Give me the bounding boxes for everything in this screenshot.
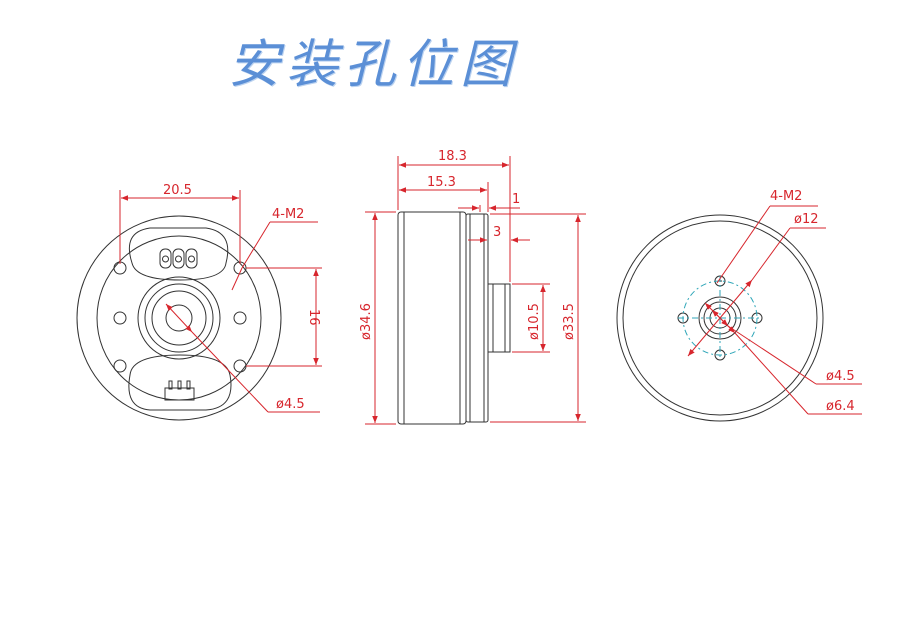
connector-pins bbox=[159, 248, 198, 269]
mount-hole bbox=[113, 359, 127, 373]
side-dimensions bbox=[365, 156, 586, 425]
page-title: 安装孔位图 bbox=[228, 35, 519, 95]
total-length-label: 18.3 bbox=[438, 149, 467, 164]
left-dimensions bbox=[119, 190, 322, 413]
motor-body bbox=[397, 211, 467, 425]
flange-diameter-label: ø33.5 bbox=[562, 303, 577, 340]
spacing-label: 16 bbox=[306, 309, 321, 326]
bottom-pocket bbox=[128, 354, 232, 411]
pcd-label: ø12 bbox=[794, 212, 819, 227]
left-outer-circle bbox=[76, 215, 282, 421]
right-hub-label: ø6.4 bbox=[826, 399, 855, 414]
mount-hole bbox=[113, 311, 127, 325]
left-thread-label: 4-M2 bbox=[272, 207, 304, 222]
shaft-diameter-label: ø10.5 bbox=[527, 303, 542, 340]
cable-socket bbox=[164, 380, 195, 401]
left-hub-mid bbox=[144, 283, 214, 353]
left-bore-label: ø4.5 bbox=[276, 397, 305, 412]
shaft-hub bbox=[487, 283, 511, 353]
left-view bbox=[76, 215, 282, 421]
side-view bbox=[397, 211, 511, 425]
right-thread-label: 4-M2 bbox=[770, 189, 802, 204]
right-bore-label: ø4.5 bbox=[826, 369, 855, 384]
top-pocket bbox=[128, 227, 229, 281]
mount-hole bbox=[233, 311, 247, 325]
right-outer-circle bbox=[616, 214, 824, 422]
right-dimensions bbox=[687, 205, 862, 415]
left-hub-inner bbox=[151, 290, 207, 346]
step-label: 1 bbox=[512, 192, 520, 207]
width-label: 20.5 bbox=[163, 183, 192, 198]
body-length-label: 15.3 bbox=[427, 175, 456, 190]
mount-hole bbox=[233, 359, 247, 373]
flange bbox=[465, 213, 489, 423]
right-rim bbox=[622, 220, 818, 416]
body-diameter-label: ø34.6 bbox=[359, 303, 374, 340]
hub-length-label: 3 bbox=[493, 225, 501, 240]
left-hub-outer bbox=[137, 276, 221, 360]
